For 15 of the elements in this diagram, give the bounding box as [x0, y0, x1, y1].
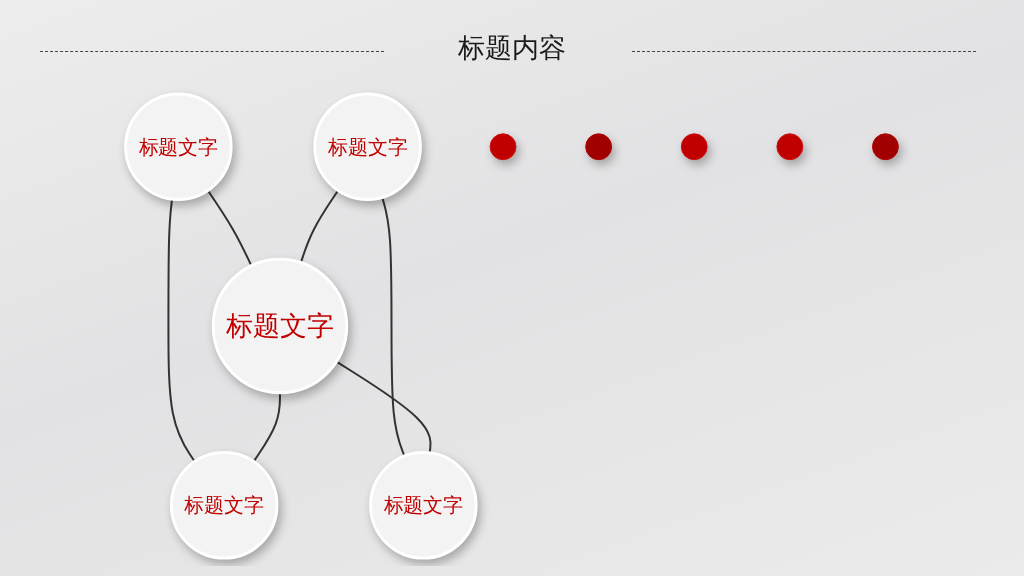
dot-circle: [872, 133, 899, 161]
circle-node: 标题文字: [211, 257, 349, 395]
connector-line: [299, 189, 340, 264]
connector-line: [381, 196, 406, 457]
dot-circle: [489, 133, 517, 161]
circle-node: 标题文字: [313, 92, 422, 202]
title: 标题内容: [458, 31, 566, 65]
dot-circle: [776, 133, 804, 161]
dot-circle: [585, 133, 613, 161]
circle-node: 标题文字: [369, 450, 478, 560]
circle-node: 标题文字: [124, 92, 233, 202]
connector-line: [206, 189, 253, 267]
connector-line: [167, 198, 196, 463]
dot-circle: [680, 133, 708, 161]
circle-node: 标题文字: [169, 450, 279, 560]
